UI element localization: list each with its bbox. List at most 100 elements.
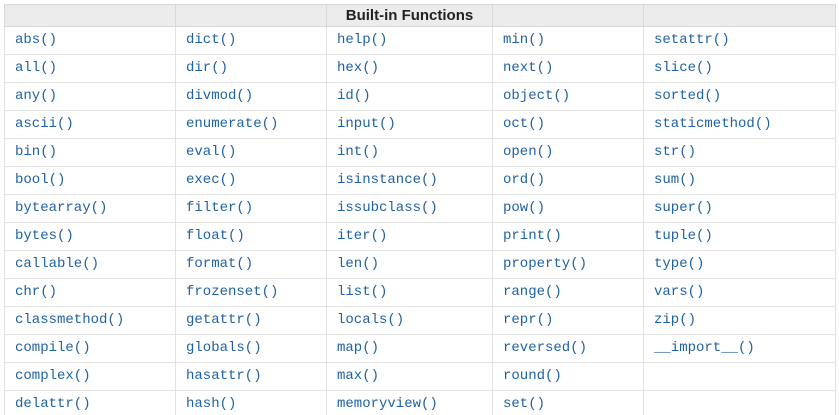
function-cell: complex() <box>4 362 176 391</box>
function-cell: oct() <box>492 110 644 139</box>
function-link[interactable]: set() <box>503 396 546 412</box>
function-cell: help() <box>326 26 493 55</box>
function-link[interactable]: hex() <box>337 60 380 76</box>
function-cell: iter() <box>326 222 493 251</box>
function-link[interactable]: abs() <box>15 32 58 48</box>
function-link[interactable]: callable() <box>15 256 100 272</box>
function-link[interactable]: property() <box>503 256 588 272</box>
function-link[interactable]: int() <box>337 144 380 160</box>
function-cell: isinstance() <box>326 166 493 195</box>
function-cell: float() <box>175 222 327 251</box>
function-link[interactable]: hash() <box>186 396 237 412</box>
function-link[interactable]: delattr() <box>15 396 91 412</box>
function-link[interactable]: compile() <box>15 340 91 356</box>
function-cell: callable() <box>4 250 176 279</box>
table-header: Built-in Functions <box>4 4 836 27</box>
function-link[interactable]: map() <box>337 340 380 356</box>
function-link[interactable]: memoryview() <box>337 396 438 412</box>
function-cell: chr() <box>4 278 176 307</box>
function-cell: compile() <box>4 334 176 363</box>
function-cell: vars() <box>643 278 836 307</box>
function-link[interactable]: frozenset() <box>186 284 279 300</box>
function-link[interactable]: input() <box>337 116 396 132</box>
function-link[interactable]: classmethod() <box>15 312 125 328</box>
function-cell: issubclass() <box>326 194 493 223</box>
function-link[interactable]: __import__() <box>654 340 755 356</box>
function-link[interactable]: ord() <box>503 172 546 188</box>
function-link[interactable]: bytes() <box>15 228 74 244</box>
function-link[interactable]: globals() <box>186 340 262 356</box>
function-link[interactable]: id() <box>337 88 371 104</box>
function-link[interactable]: filter() <box>186 200 254 216</box>
function-link[interactable]: vars() <box>654 284 705 300</box>
function-link[interactable]: ascii() <box>15 116 74 132</box>
function-link[interactable]: complex() <box>15 368 91 384</box>
function-link[interactable]: hasattr() <box>186 368 262 384</box>
function-link[interactable]: exec() <box>186 172 237 188</box>
function-link[interactable]: len() <box>337 256 380 272</box>
function-link[interactable]: dict() <box>186 32 237 48</box>
function-link[interactable]: iter() <box>337 228 388 244</box>
function-link[interactable]: divmod() <box>186 88 254 104</box>
function-cell: sum() <box>643 166 836 195</box>
function-link[interactable]: str() <box>654 144 697 160</box>
header-cell-empty-5 <box>643 4 836 27</box>
function-link[interactable]: format() <box>186 256 254 272</box>
function-link[interactable]: staticmethod() <box>654 116 772 132</box>
function-link[interactable]: dir() <box>186 60 229 76</box>
function-cell: reversed() <box>492 334 644 363</box>
function-link[interactable]: setattr() <box>654 32 730 48</box>
function-link[interactable]: sum() <box>654 172 697 188</box>
function-cell: bytes() <box>4 222 176 251</box>
function-link[interactable]: reversed() <box>503 340 588 356</box>
function-link[interactable]: min() <box>503 32 546 48</box>
function-link[interactable]: float() <box>186 228 245 244</box>
function-link[interactable]: slice() <box>654 60 713 76</box>
function-link[interactable]: range() <box>503 284 562 300</box>
function-link[interactable]: type() <box>654 256 705 272</box>
function-link[interactable]: oct() <box>503 116 546 132</box>
function-link[interactable]: print() <box>503 228 562 244</box>
function-link[interactable]: next() <box>503 60 554 76</box>
function-link[interactable]: sorted() <box>654 88 722 104</box>
function-link[interactable]: list() <box>337 284 388 300</box>
function-cell: type() <box>643 250 836 279</box>
function-link[interactable]: super() <box>654 200 713 216</box>
function-cell: memoryview() <box>326 390 493 415</box>
function-link[interactable]: issubclass() <box>337 200 438 216</box>
table-row: abs() dict() help() min() setattr() <box>4 26 836 55</box>
function-link[interactable]: locals() <box>337 312 405 328</box>
function-link[interactable]: bin() <box>15 144 58 160</box>
function-link[interactable]: eval() <box>186 144 237 160</box>
function-link[interactable]: bytearray() <box>15 200 108 216</box>
function-cell: min() <box>492 26 644 55</box>
function-link[interactable]: open() <box>503 144 554 160</box>
function-link[interactable]: zip() <box>654 312 697 328</box>
function-link[interactable]: chr() <box>15 284 58 300</box>
function-link[interactable]: any() <box>15 88 58 104</box>
function-cell: dir() <box>175 54 327 83</box>
function-cell: filter() <box>175 194 327 223</box>
empty-cell <box>643 390 836 415</box>
function-link[interactable]: isinstance() <box>337 172 438 188</box>
function-cell: setattr() <box>643 26 836 55</box>
function-link[interactable]: pow() <box>503 200 546 216</box>
table-row: bool() exec() isinstance() ord() sum() <box>4 166 836 195</box>
function-link[interactable]: enumerate() <box>186 116 279 132</box>
function-cell: zip() <box>643 306 836 335</box>
function-link[interactable]: getattr() <box>186 312 262 328</box>
table-row: complex() hasattr() max() round() <box>4 362 836 391</box>
function-link[interactable]: repr() <box>503 312 554 328</box>
function-link[interactable]: max() <box>337 368 380 384</box>
function-link[interactable]: object() <box>503 88 571 104</box>
function-link[interactable]: round() <box>503 368 562 384</box>
function-link[interactable]: all() <box>15 60 58 76</box>
function-cell: round() <box>492 362 644 391</box>
function-link[interactable]: bool() <box>15 172 66 188</box>
function-cell: classmethod() <box>4 306 176 335</box>
header-row: Built-in Functions <box>4 4 836 27</box>
function-link[interactable]: help() <box>337 32 388 48</box>
function-cell: tuple() <box>643 222 836 251</box>
function-link[interactable]: tuple() <box>654 228 713 244</box>
function-cell: repr() <box>492 306 644 335</box>
